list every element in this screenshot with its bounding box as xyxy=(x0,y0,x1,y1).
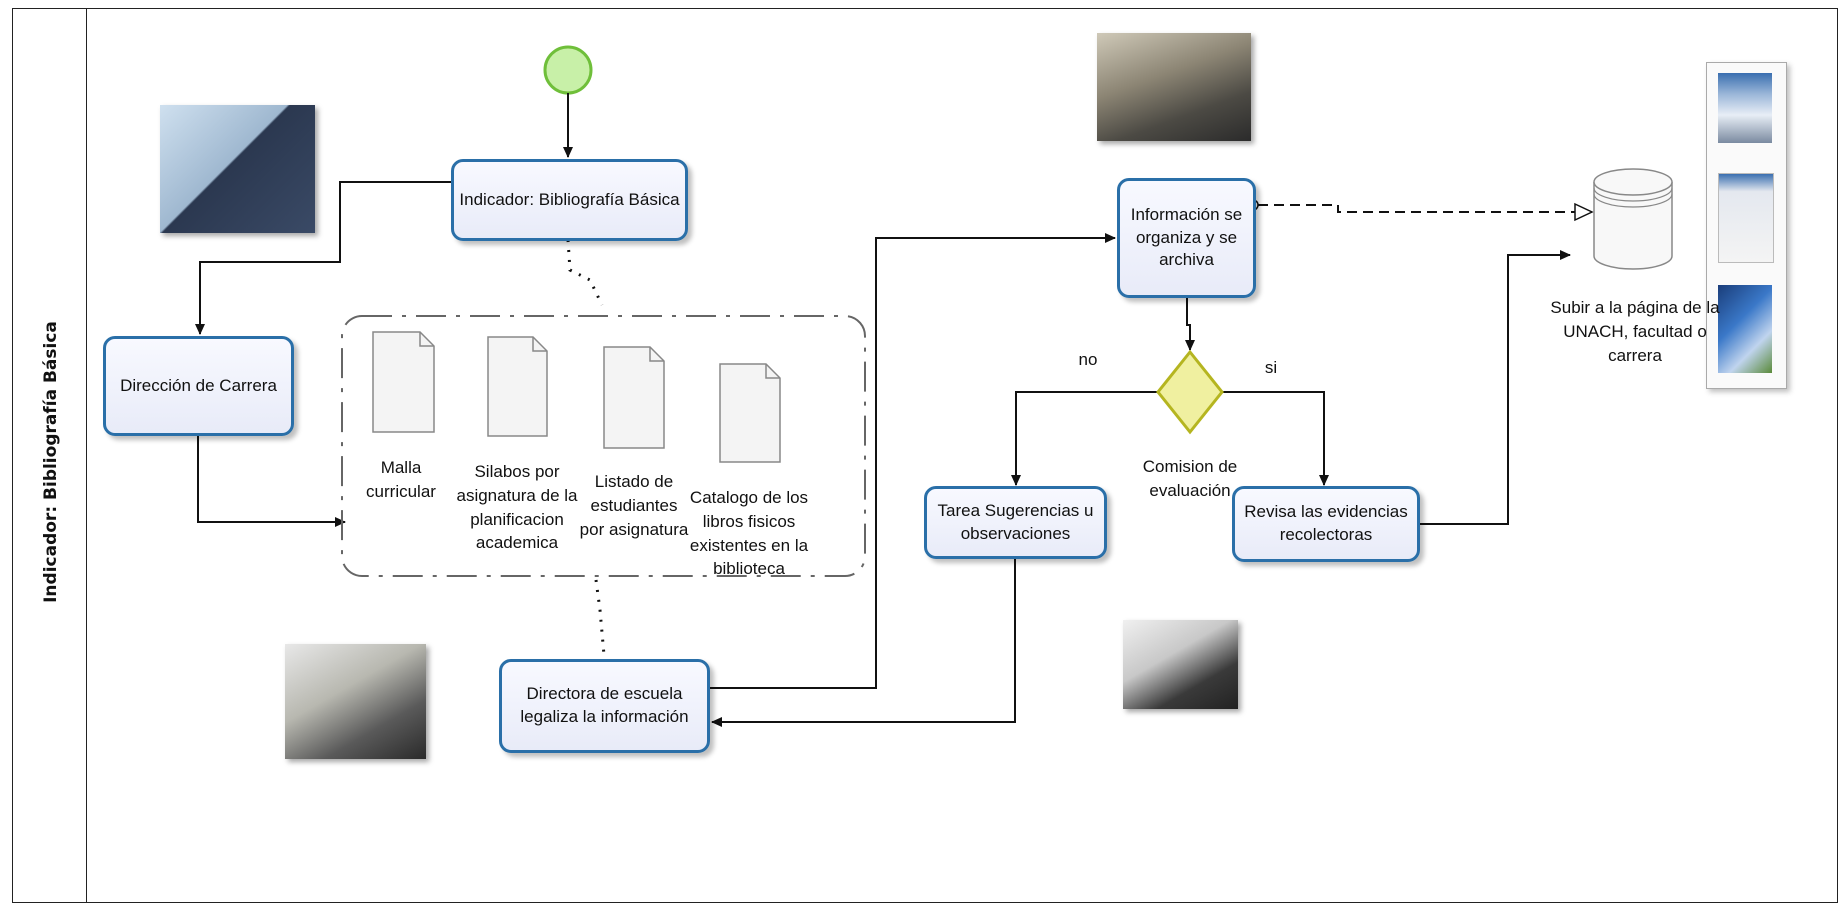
gateway-si-label: si xyxy=(1264,358,1278,377)
photo-reviewer xyxy=(1123,620,1238,709)
photo-website-screens xyxy=(1706,62,1787,389)
flow-tarea-to-directora xyxy=(711,558,1016,727)
association-indicador-documents xyxy=(566,239,604,306)
document-icon-catalogo xyxy=(719,363,781,463)
flow-informacion-to-gateway xyxy=(1185,298,1195,351)
document-label-listado: Listado de estudiantes por asignatura xyxy=(579,472,689,539)
task-revisa-evidencias[interactable]: Revisa las evidencias recolectoras xyxy=(1232,486,1420,562)
gateway-label: Comision de evaluación xyxy=(1142,457,1238,500)
gateway-diamond[interactable] xyxy=(1156,349,1224,435)
photo-meeting xyxy=(1097,33,1251,141)
documents-group xyxy=(341,315,866,577)
datastore-icon[interactable] xyxy=(1593,168,1673,270)
datastore-label: Subir a la página de la UNACH, facultad … xyxy=(1550,298,1720,365)
task-informacion-archiva[interactable]: Información se organiza y se archiva xyxy=(1117,178,1256,298)
start-event[interactable] xyxy=(543,45,593,95)
photo-businesswoman xyxy=(160,105,315,233)
document-label-malla: Malla curricular xyxy=(366,458,436,501)
task-direccion-carrera[interactable]: Dirección de Carrera xyxy=(103,336,294,436)
task-sugerencias[interactable]: Tarea Sugerencias u observaciones xyxy=(924,486,1107,559)
task-indicador[interactable]: Indicador: Bibliografía Básica xyxy=(451,159,688,241)
flow-directora-to-informacion xyxy=(710,233,1116,689)
flow-direccion-to-documents xyxy=(197,434,346,527)
flow-gateway-si xyxy=(1220,391,1329,486)
lane-header xyxy=(12,8,87,903)
association-documents-directora xyxy=(594,579,606,656)
document-label-catalogo: Catalogo de los libros fisicos existente… xyxy=(689,488,809,579)
gateway-no-label: no xyxy=(1078,350,1098,369)
task-directora-escuela[interactable]: Directora de escuela legaliza la informa… xyxy=(499,659,710,753)
flow-indicador-to-direccion xyxy=(195,181,452,335)
association-informacion-datastore xyxy=(1258,202,1594,222)
document-label-silabos: Silabos por asignatura de la planificaci… xyxy=(456,462,578,553)
document-icon-listado xyxy=(603,346,665,449)
flow-revisa-to-datastore xyxy=(1420,250,1571,525)
pool xyxy=(12,8,1838,903)
photo-office-staff xyxy=(285,644,426,759)
flow-gateway-no xyxy=(1011,391,1160,486)
document-icon-silabos xyxy=(487,336,548,437)
document-icon-malla xyxy=(372,331,435,433)
